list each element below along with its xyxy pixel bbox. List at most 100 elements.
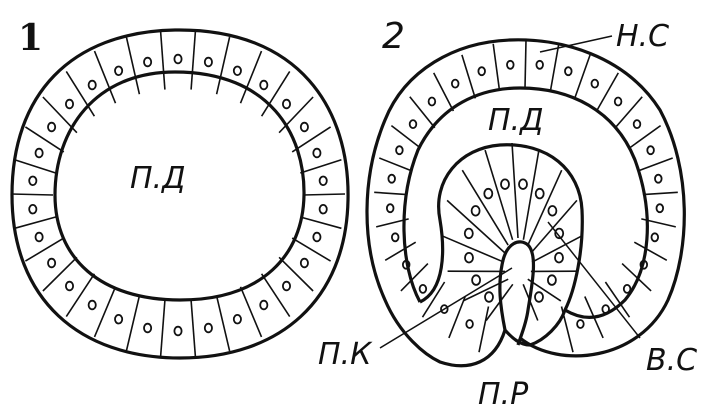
ectoderm-nucleus [410, 120, 417, 128]
ectoderm-nucleus [647, 146, 654, 154]
cell-nucleus [283, 282, 290, 291]
cell-nucleus [234, 315, 241, 324]
cell-boundary [66, 71, 94, 116]
cell-nucleus [29, 205, 36, 214]
ectoderm-nucleus [452, 80, 459, 88]
ectoderm-nucleus [602, 305, 609, 313]
ectoderm-nucleus [387, 204, 394, 212]
leader-secondary-cavity [380, 268, 512, 348]
cell-boundary [126, 296, 139, 351]
cell-nucleus [283, 100, 290, 109]
cell-nucleus [144, 58, 151, 67]
ectoderm-nucleus [624, 285, 631, 293]
cell-boundary [126, 37, 139, 94]
cell-boundary [241, 287, 262, 337]
ectoderm-cell-boundary [449, 297, 465, 338]
endoderm-nucleus [484, 189, 492, 199]
cell-nucleus [36, 233, 43, 242]
cell-boundary [300, 160, 341, 173]
cell-boundary [191, 300, 195, 358]
endoderm-cell-boundary [532, 236, 582, 262]
blastocoel-label: П.Д [130, 161, 186, 196]
cell-nucleus [301, 123, 308, 132]
ectoderm-nucleus [577, 320, 584, 328]
endoderm-nucleus [536, 189, 544, 199]
cell-boundary [25, 238, 63, 261]
cell-nucleus [320, 177, 327, 186]
ectoderm-cell-boundary [643, 192, 678, 194]
cell-boundary [292, 127, 330, 152]
ectoderm-nucleus [396, 146, 403, 154]
inner-layer-label: В.С [646, 343, 697, 378]
endoderm-nucleus [472, 206, 480, 216]
cell-nucleus [313, 149, 320, 158]
cell-nucleus [205, 324, 212, 333]
cell-nucleus [115, 67, 122, 76]
primary-cavity-label: П.Д [488, 103, 544, 138]
cell-nucleus [260, 81, 267, 90]
cell-nucleus [89, 81, 96, 90]
ectoderm-cell-boundary [493, 44, 499, 91]
cell-boundary [11, 194, 53, 195]
endoderm-nucleus [465, 253, 473, 263]
cell-nucleus [313, 233, 320, 242]
cell-nucleus [48, 123, 55, 132]
ectoderm-nucleus [657, 204, 664, 212]
ectoderm-nucleus [507, 61, 514, 69]
ectoderm-cell-boundary [639, 158, 673, 171]
cell-boundary [191, 30, 195, 90]
endoderm-nucleus [472, 275, 480, 285]
opening-label: П.Р [478, 377, 529, 412]
cell-nucleus [320, 205, 327, 214]
cell-boundary [95, 287, 116, 337]
cell-nucleus [260, 301, 267, 310]
panel-1-number: 1 [18, 17, 43, 59]
cell-boundary [217, 296, 230, 351]
ectoderm-cell-boundary [525, 40, 526, 88]
ectoderm-cell-boundary [379, 158, 411, 171]
cell-boundary [15, 160, 56, 173]
endoderm-nucleus [519, 179, 527, 189]
endoderm-cell-boundary [512, 143, 518, 238]
ectoderm-nucleus [478, 67, 485, 75]
cell-nucleus [174, 55, 181, 64]
endoderm-nucleus [501, 179, 509, 189]
cell-nucleus [115, 315, 122, 324]
cell-nucleus [36, 149, 43, 158]
cell-boundary [161, 30, 165, 90]
cell-boundary [262, 274, 290, 317]
ectoderm-nucleus [536, 61, 543, 69]
cell-boundary [300, 217, 341, 228]
cell-boundary [292, 238, 330, 261]
ectoderm-cell-boundary [597, 73, 619, 111]
ectoderm-nucleus [565, 67, 572, 75]
endoderm-cell-boundary [485, 150, 512, 240]
leader-inner-layer [548, 222, 640, 338]
endoderm-cell-boundary [531, 200, 577, 253]
ectoderm-cell-boundary [391, 126, 420, 148]
endoderm-nucleus [465, 229, 473, 239]
outer-layer-label: Н.С [616, 19, 669, 54]
ectoderm-cell-boundary [551, 44, 559, 91]
ectoderm-cell-boundary [630, 126, 661, 148]
ectoderm-cell-boundary [575, 55, 590, 99]
ectoderm-cell-boundary [634, 242, 667, 260]
ectoderm-cell-boundary [410, 97, 435, 128]
ectoderm-nucleus [615, 98, 622, 106]
ectoderm-nucleus [655, 175, 662, 183]
cell-boundary [161, 300, 165, 358]
endoderm-nucleus [485, 292, 493, 302]
ectoderm-nucleus [466, 320, 473, 328]
cell-nucleus [89, 301, 96, 310]
endoderm-nucleus [535, 292, 543, 302]
cell-boundary [25, 127, 63, 152]
cell-nucleus [66, 100, 73, 109]
secondary-cavity-label: П.К [318, 337, 373, 372]
ectoderm-cell-boundary [615, 97, 642, 128]
cell-nucleus [29, 177, 36, 186]
ectoderm-nucleus [652, 233, 659, 241]
panel-1-blastula: 1 П.Д [11, 17, 348, 358]
cell-nucleus [144, 324, 151, 333]
ectoderm-cell-boundary [434, 73, 454, 111]
